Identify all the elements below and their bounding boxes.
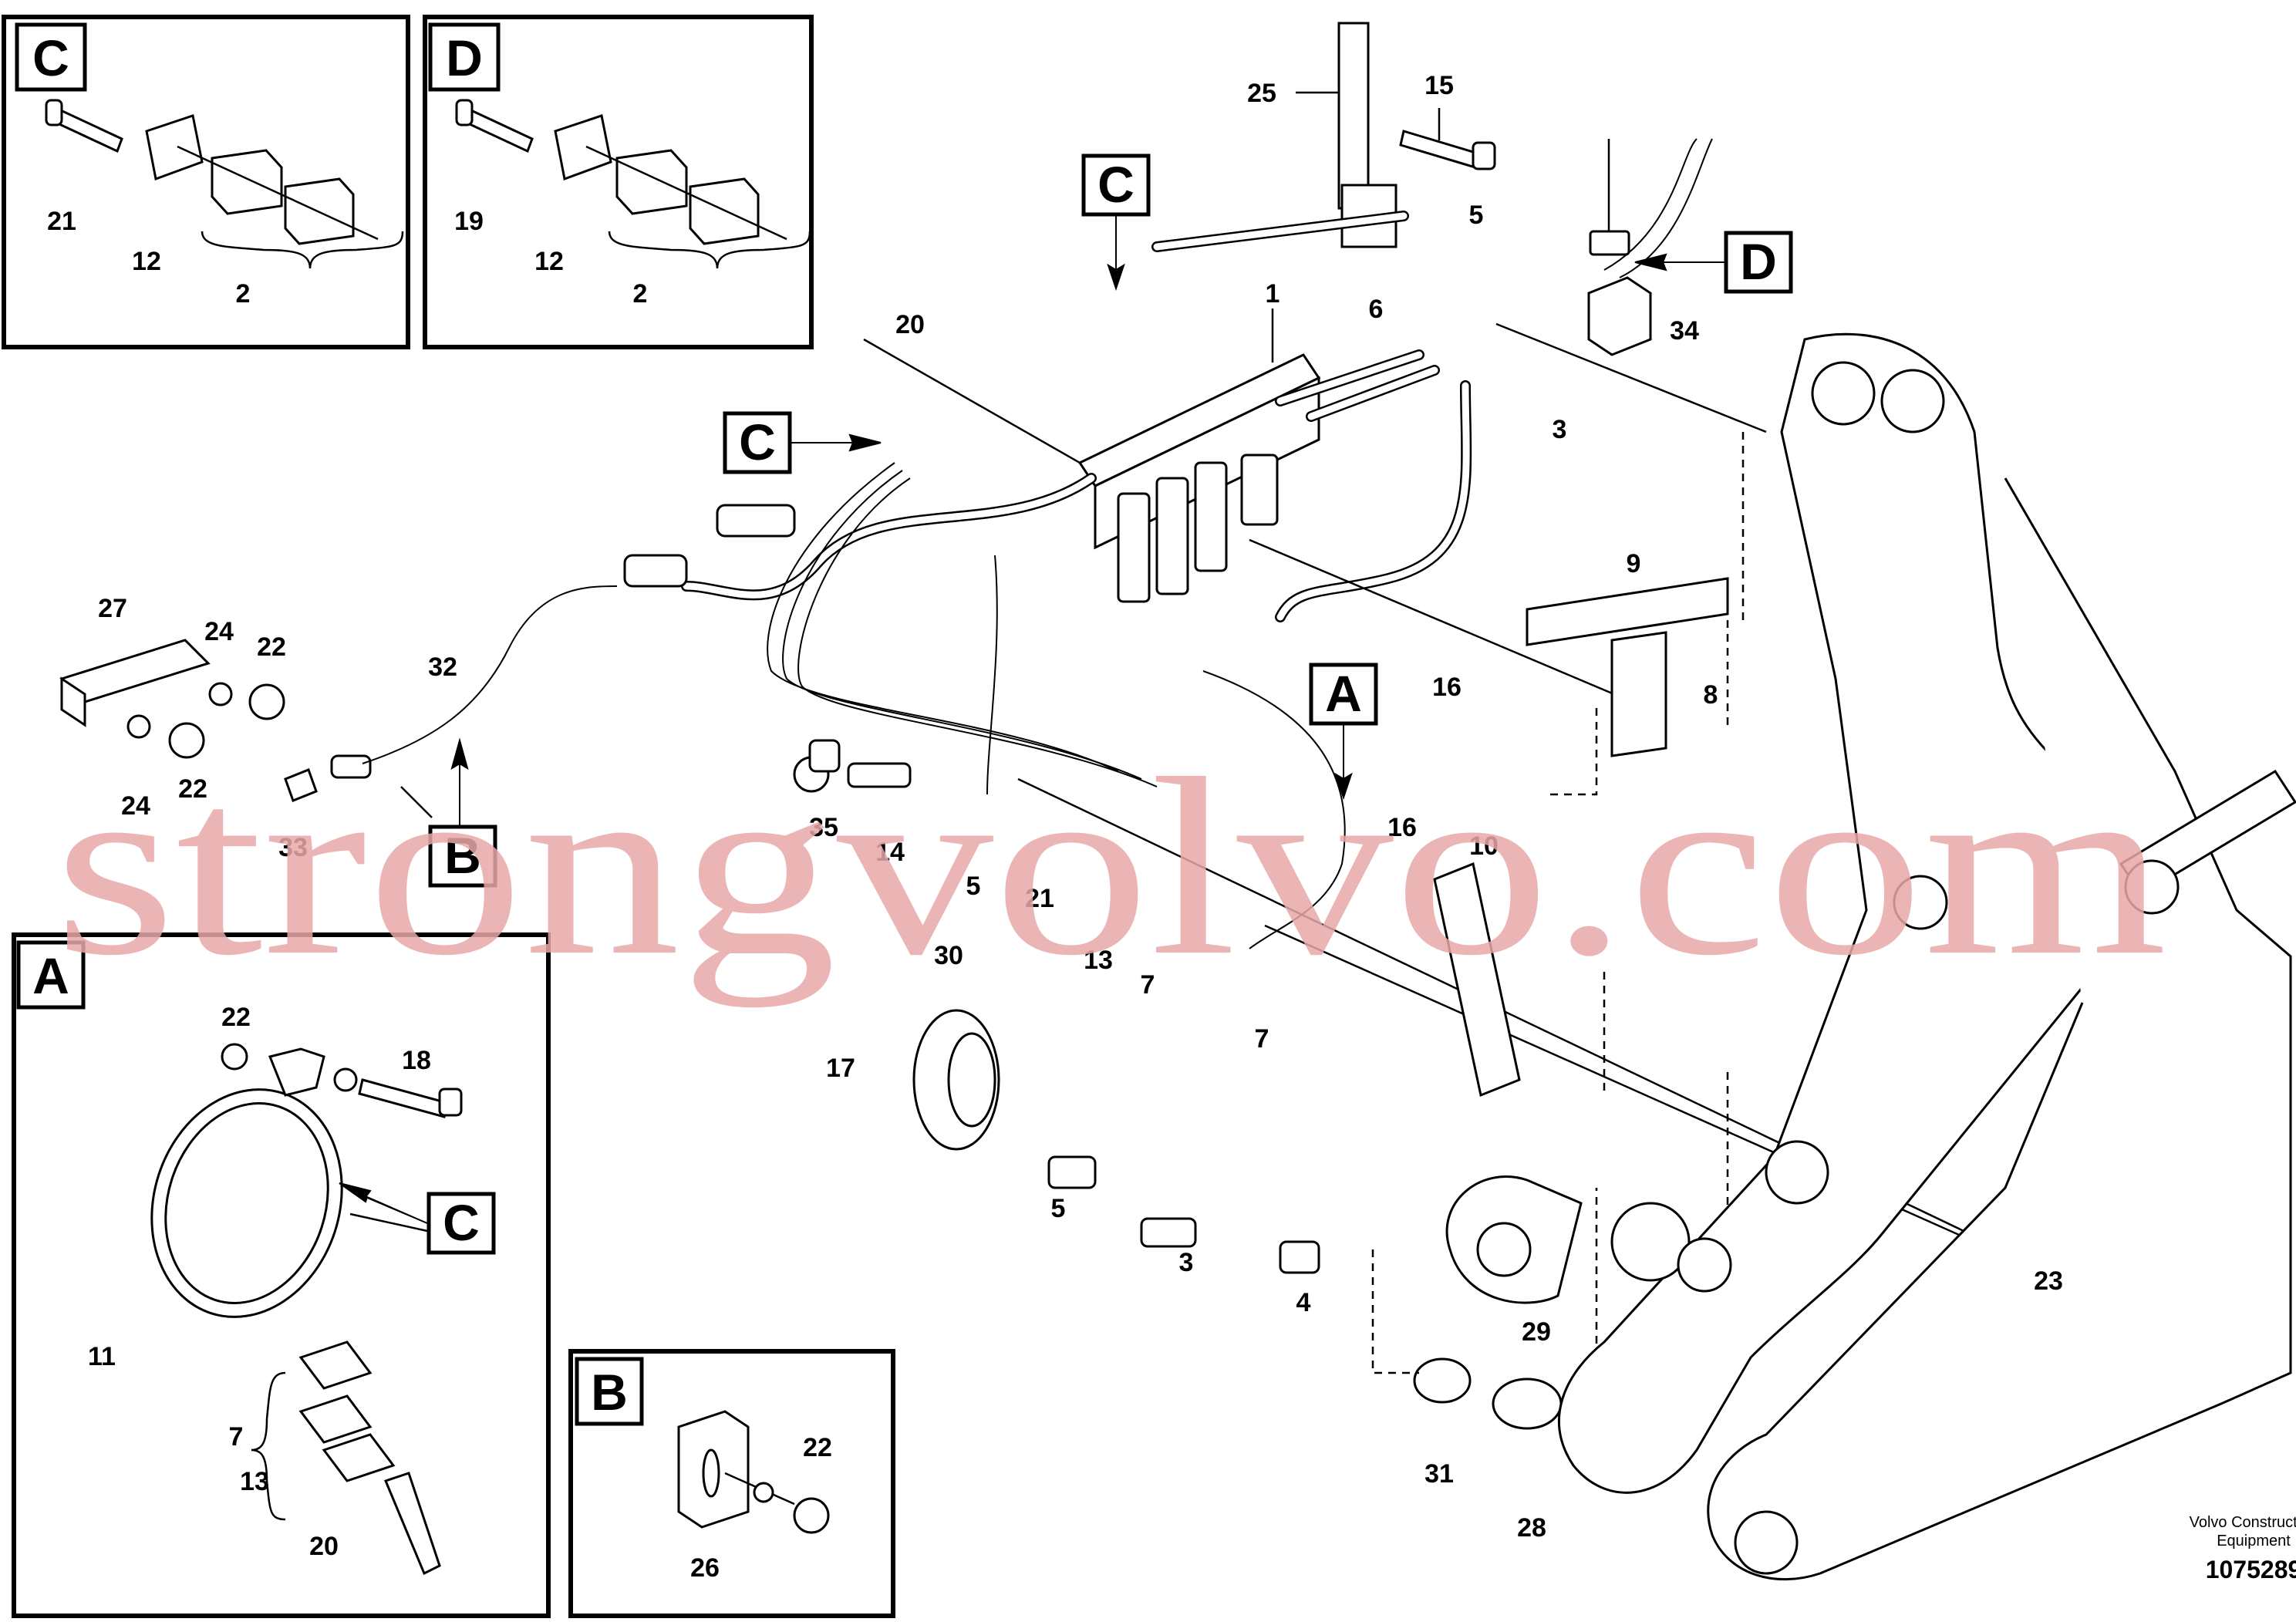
label-2: 2 — [236, 279, 251, 309]
detail-c-parts — [45, 99, 404, 269]
label-12: 12 — [132, 247, 161, 276]
label-22: 22 — [803, 1433, 832, 1462]
label-6: 6 — [1369, 295, 1384, 324]
label-10: 10 — [1469, 831, 1499, 861]
watermark: strongvolvo.com — [54, 727, 2167, 1008]
label-7: 7 — [1141, 970, 1155, 1000]
label-3: 3 — [1553, 415, 1567, 444]
tag-d-letter: D — [1740, 233, 1777, 290]
footer: Volvo Construction Equipment 1075289 — [2190, 1514, 2296, 1583]
label-34: 34 — [1670, 316, 1699, 346]
label-18: 18 — [402, 1046, 431, 1075]
company-line-2: Equipment — [2217, 1533, 2291, 1549]
label-5: 5 — [1469, 201, 1484, 230]
label-7: 7 — [1255, 1024, 1269, 1054]
label-33: 33 — [278, 833, 308, 862]
loader-arm — [1445, 332, 2296, 1581]
label-22: 22 — [178, 774, 207, 804]
label-35: 35 — [809, 813, 838, 842]
detail-box-b: B 22 26 — [568, 1349, 895, 1618]
label-29: 29 — [1522, 1317, 1551, 1347]
label-11: 11 — [88, 1342, 116, 1371]
label-27: 27 — [98, 594, 127, 623]
label-20: 20 — [309, 1532, 339, 1561]
label-3: 3 — [1179, 1248, 1194, 1277]
label-7: 7 — [229, 1422, 244, 1452]
tag-c-upper-letter: C — [1097, 156, 1135, 213]
label-32: 32 — [428, 653, 457, 682]
company-line-1: Volvo Construction — [2190, 1514, 2296, 1531]
detail-box-a: A 22 18 11 7 13 20 — [12, 932, 551, 1618]
label-23: 23 — [2034, 1266, 2063, 1296]
detail-box-d-letter: D — [446, 29, 483, 86]
tag-b-letter: B — [444, 827, 481, 884]
detail-box-d: D 19 12 2 — [423, 15, 814, 349]
label-9: 9 — [1627, 549, 1641, 578]
detail-box-c: C 21 12 2 — [2, 15, 410, 349]
label-13: 13 — [240, 1467, 269, 1496]
main-assembly — [59, 22, 2068, 1430]
label-1: 1 — [1266, 279, 1280, 309]
label-22: 22 — [257, 632, 286, 662]
label-14: 14 — [875, 838, 905, 867]
label-21: 21 — [1025, 884, 1054, 913]
tag-c-mid-letter: C — [739, 413, 776, 470]
detail-box-b-letter: B — [591, 1364, 628, 1421]
label-20: 20 — [895, 310, 925, 339]
label-24: 24 — [204, 617, 234, 646]
label-4: 4 — [1296, 1288, 1311, 1317]
label-21: 21 — [47, 207, 76, 236]
label-31: 31 — [1424, 1459, 1454, 1489]
label-13: 13 — [1084, 946, 1113, 975]
label-5: 5 — [1051, 1194, 1066, 1223]
detail-b-parts — [677, 1410, 830, 1534]
part-labels: 25 15 6 5 34 3 1 20 9 16 8 27 24 22 32 2… — [98, 71, 2063, 1543]
label-15: 15 — [1424, 71, 1454, 100]
label-17: 17 — [826, 1054, 855, 1083]
detail-box-a-letter: A — [32, 947, 69, 1004]
label-16: 16 — [1432, 673, 1462, 702]
label-28: 28 — [1517, 1513, 1546, 1543]
label-5: 5 — [966, 872, 981, 901]
label-22: 22 — [221, 1003, 251, 1032]
label-30: 30 — [934, 941, 963, 970]
label-24: 24 — [121, 791, 150, 821]
detail-d-parts — [455, 99, 811, 269]
label-25: 25 — [1247, 79, 1276, 108]
document-number: 1075289 — [2206, 1556, 2296, 1583]
label-16: 16 — [1387, 813, 1417, 842]
detail-box-c-letter: C — [32, 29, 69, 86]
reference-tags: C C D A B C — [339, 153, 1793, 1255]
detail-a-parts — [150, 1043, 463, 1576]
label-19: 19 — [454, 207, 484, 236]
tag-c-detail-a-letter: C — [443, 1194, 480, 1251]
label-12: 12 — [534, 247, 564, 276]
label-2: 2 — [633, 279, 648, 309]
label-26: 26 — [690, 1553, 720, 1583]
tag-a-letter: A — [1325, 665, 1362, 722]
label-8: 8 — [1704, 680, 1718, 710]
